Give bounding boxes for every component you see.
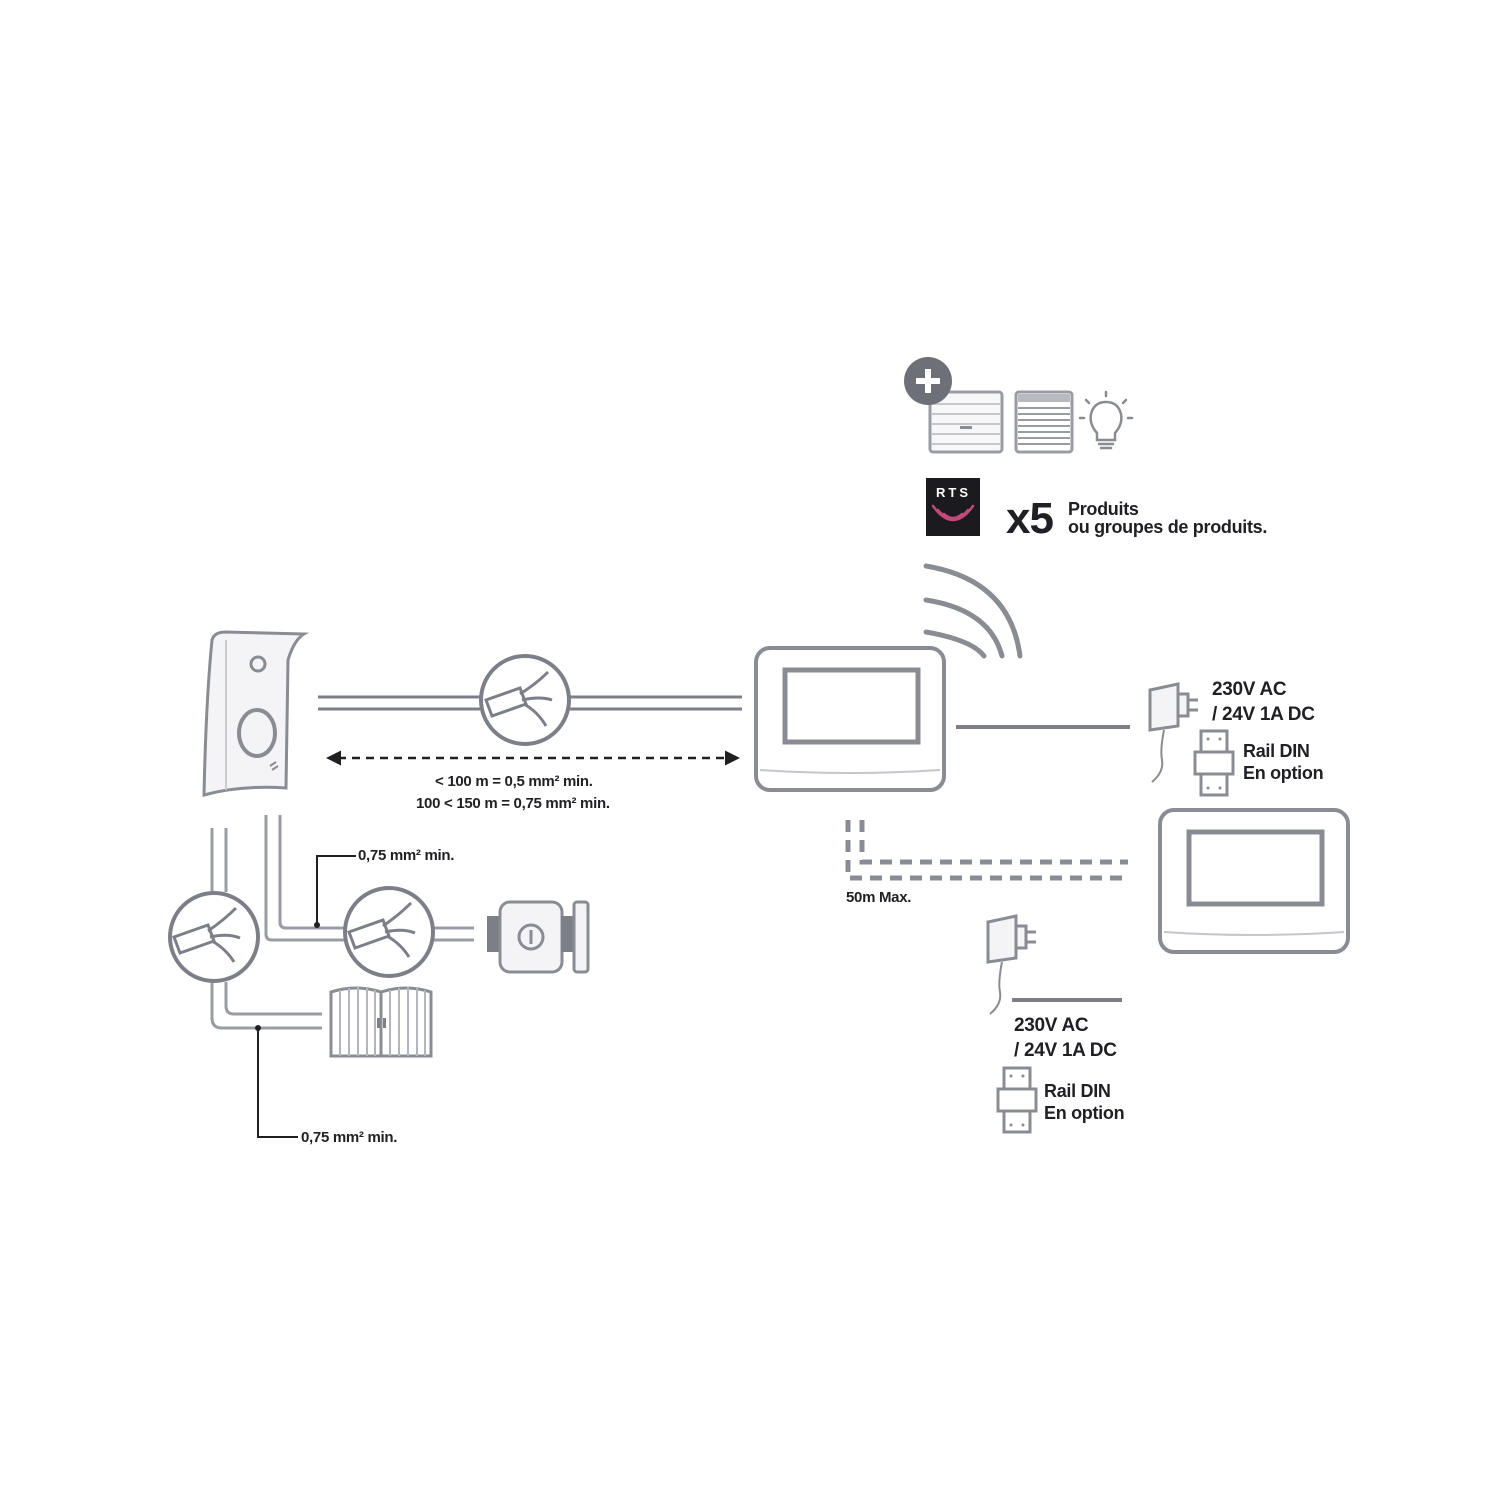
- bus-link: [845, 820, 1128, 881]
- blind-icon: [1014, 390, 1074, 454]
- cable-junction-icon: [168, 891, 260, 983]
- power-label-1b: / 24V 1A DC: [1212, 704, 1315, 725]
- leader-lines: [257, 855, 356, 1138]
- power-label-1a: 230V AC: [1212, 679, 1287, 700]
- rts-logo: [926, 478, 980, 536]
- cable-label-gate: 0,75 mm² min.: [301, 1129, 398, 1146]
- cable-down: [210, 815, 474, 1030]
- power-label-2a: 230V AC: [1014, 1015, 1089, 1036]
- monitor-icon: [754, 646, 946, 792]
- din-rail-icon: [996, 1066, 1038, 1134]
- distance-label-long: 100 < 150 m = 0,75 mm² min.: [416, 795, 610, 812]
- electric-lock-icon: [487, 900, 590, 974]
- distance-label-short: < 100 m = 0,5 mm² min.: [435, 773, 593, 790]
- roller-shutter-icon: [928, 390, 1004, 454]
- door-station-icon: [202, 630, 310, 797]
- rail-label-2b: En option: [1044, 1103, 1125, 1123]
- quantity-label: x5: [1006, 494, 1054, 543]
- radio-waves-icon: [923, 563, 1023, 659]
- power-label-2b: / 24V 1A DC: [1014, 1040, 1117, 1061]
- rail-label-2a: Rail DIN: [1044, 1081, 1111, 1101]
- max-distance-label: 50m Max.: [846, 889, 912, 906]
- cable-junction-icon: [479, 654, 571, 746]
- plus-icon: [904, 357, 952, 405]
- cable-junction-icon: [343, 886, 435, 978]
- light-bulb-icon: [1078, 390, 1134, 450]
- gate-icon: [329, 986, 433, 1058]
- rail-label-1a: Rail DIN: [1243, 741, 1310, 761]
- monitor-icon: [1158, 808, 1350, 954]
- cable-label-lock: 0,75 mm² min.: [358, 847, 455, 864]
- rail-label-1b: En option: [1243, 763, 1324, 783]
- power-adapter-icon: [986, 914, 1036, 1015]
- products-label-2: ou groupes de produits.: [1068, 517, 1268, 537]
- cable-main: [318, 695, 742, 711]
- din-rail-icon: [1193, 729, 1235, 797]
- products-label-1: Produits: [1068, 499, 1139, 519]
- rts-logo-text: RTS: [936, 485, 971, 500]
- power-adapter-icon: [1148, 682, 1198, 783]
